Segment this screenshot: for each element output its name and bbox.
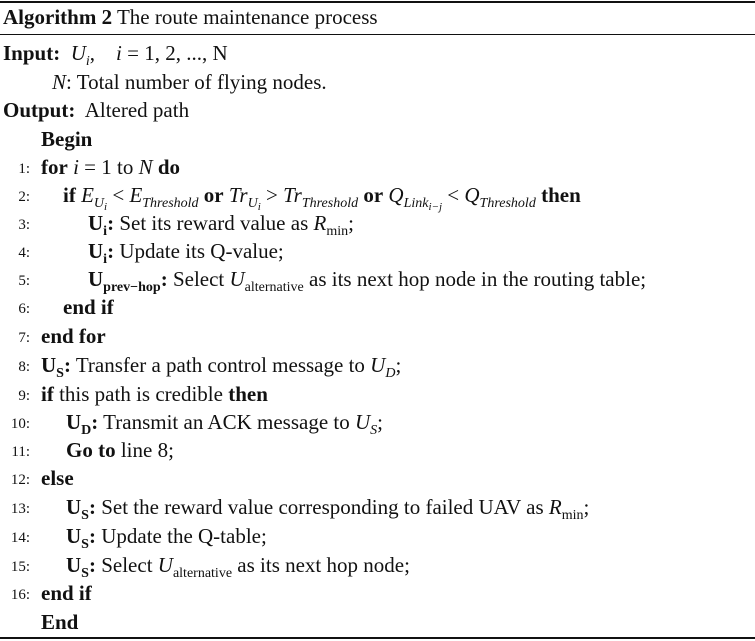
algorithm-label: Algorithm 2 (3, 5, 113, 29)
line-code: Uprev−hop: Select Ualternative as its ne… (88, 267, 647, 295)
top-rule (0, 1, 755, 3)
line-number: 11: (11, 444, 30, 460)
line-code: US: Transfer a path control message to U… (41, 353, 402, 381)
output-text: Altered path (84, 98, 190, 122)
input-line: Input: Ui, i = 1, 2, ..., N (3, 41, 228, 69)
line-code: for i = 1 to N do (41, 155, 181, 179)
begin-keyword: Begin (41, 127, 93, 151)
bottom-rule (0, 637, 755, 639)
algorithm-title-text: The route maintenance process (116, 5, 378, 29)
line-number: 8: (18, 359, 30, 375)
line-code: end if (41, 581, 92, 605)
end-line: End (41, 612, 78, 633)
input-n-desc: : Total number of flying nodes. (66, 70, 327, 94)
line-number: 5: (18, 273, 30, 289)
line-number: 15: (10, 559, 30, 575)
line-code: end for (41, 324, 106, 348)
line-number: 3: (18, 217, 30, 233)
line-code: Ui: Update its Q-value; (88, 239, 284, 267)
line-code: US: Select Ualternative as its next hop … (66, 553, 410, 581)
input-var: U (70, 41, 86, 65)
line-number: 9: (18, 388, 30, 404)
line-number: 14: (10, 530, 30, 546)
line-number: 7: (18, 330, 30, 346)
line-number: 16: (10, 587, 30, 603)
algorithm-title: Algorithm 2 The route maintenance proces… (3, 7, 378, 28)
input-n-line: N: Total number of flying nodes. (52, 72, 327, 93)
line-code: if EUi < EThreshold or TrUi > TrThreshol… (63, 183, 581, 213)
input-keyword: Input: (3, 41, 61, 65)
line-number: 2: (18, 189, 30, 205)
line-code: UD: Transmit an ACK message to US; (66, 410, 383, 438)
line-number: 10: (10, 416, 30, 432)
output-keyword: Output: (3, 98, 76, 122)
input-range-var: i (116, 41, 122, 65)
line-code: US: Update the Q-table; (66, 524, 267, 552)
line-code: Ui: Set its reward value as Rmin; (88, 211, 354, 239)
line-number: 13: (10, 501, 30, 517)
input-var-sub: i (85, 54, 90, 69)
mid-rule (0, 34, 755, 35)
begin-line: Begin (41, 129, 92, 150)
line-number: 12: (10, 472, 30, 488)
input-n-var: N (52, 70, 67, 94)
end-keyword: End (41, 610, 79, 634)
line-code: if this path is credible then (41, 382, 268, 406)
output-line: Output: Altered path (3, 100, 189, 121)
line-code: US: Set the reward value corresponding t… (66, 495, 590, 523)
line-code: Go to line 8; (66, 438, 174, 462)
line-number: 1: (18, 161, 30, 177)
line-code: else (41, 466, 74, 490)
line-number: 4: (18, 245, 30, 261)
line-number: 6: (18, 301, 30, 317)
line-code: end if (63, 295, 114, 319)
input-range-values: 1, 2, ..., N (144, 41, 228, 65)
